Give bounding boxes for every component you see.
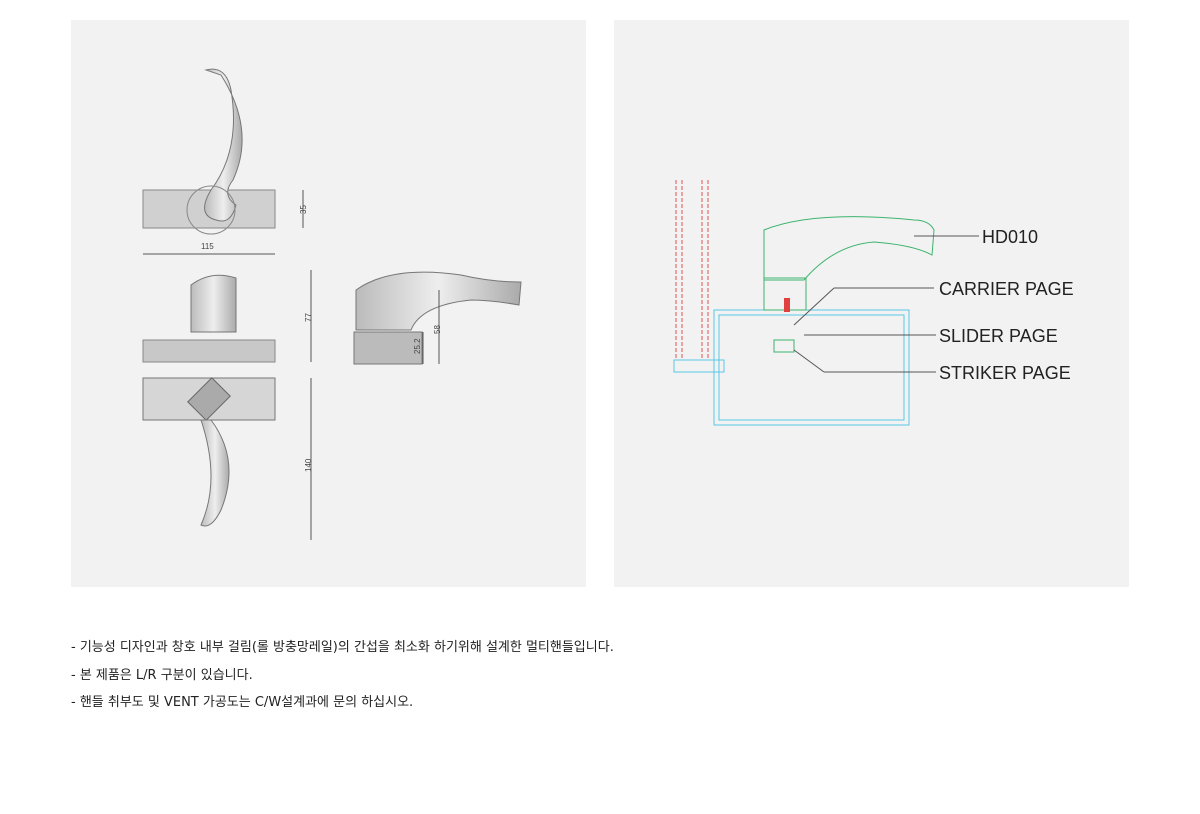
installation-section-drawing: HD010 CARRIER PAGE SLIDER PAGE STRIKER P… [673, 180, 1074, 426]
dimension-drawing-panel: 115 35 77 58 25.2 140 [71, 20, 586, 587]
note-item: - 본 제품은 L/R 구분이 있습니다. [71, 667, 253, 683]
callout-striker-page: STRIKER PAGE [939, 363, 1071, 383]
callout-carrier-page: CARRIER PAGE [939, 279, 1074, 299]
installation-section-panel: HD010 CARRIER PAGE SLIDER PAGE STRIKER P… [614, 20, 1129, 587]
dim-height: 35 [299, 205, 308, 214]
note-item: - 핸들 취부도 및 VENT 가공도는 C/W설계과에 문의 하십시오. [71, 695, 414, 710]
product-notes: - 기능성 디자인과 창호 내부 걸림(롤 방충망레일)의 간섭을 최소화 하기… [71, 634, 614, 717]
dim-width: 115 [201, 242, 214, 251]
dim-base-height: 77 [304, 313, 313, 322]
dim-side-base: 25.2 [413, 338, 422, 354]
dim-side-height: 58 [433, 325, 442, 334]
dim-length: 140 [304, 458, 313, 472]
handle-dimension-drawing: 115 35 77 58 25.2 140 [142, 68, 522, 540]
callout-slider-page: SLIDER PAGE [939, 326, 1058, 346]
note-item: - 기능성 디자인과 창호 내부 걸림(롤 방충망레일)의 간섭을 최소화 하기… [71, 640, 614, 655]
callout-hd010: HD010 [982, 227, 1038, 247]
